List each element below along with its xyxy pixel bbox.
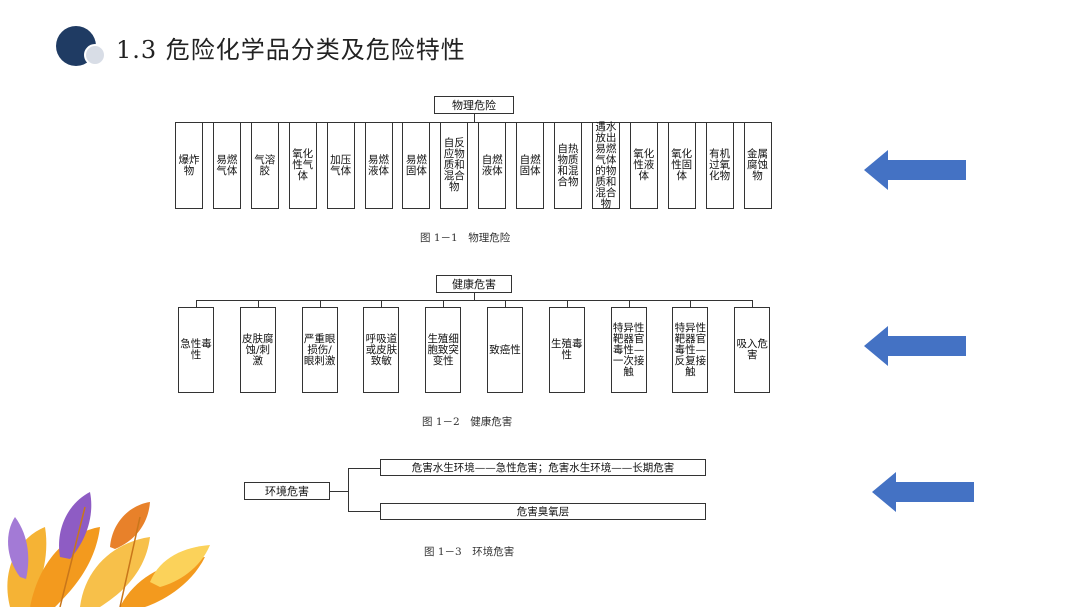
decorative-leaves-icon xyxy=(0,487,230,607)
diagram-caption: 图 1－1 物理危险 xyxy=(420,230,510,245)
diagram-node-label: 生殖毒性 xyxy=(550,339,584,361)
diagram-node: 致癌性 xyxy=(487,307,523,393)
diagram-node-label: 自燃液体 xyxy=(481,155,504,177)
connector-line xyxy=(443,300,444,307)
diagram-node-label: 致癌性 xyxy=(488,345,522,356)
diagram-root: 物理危险 xyxy=(434,96,514,114)
connector-line xyxy=(474,293,475,300)
connector-line xyxy=(474,114,475,122)
diagram-node-label: 生殖细胞致突变性 xyxy=(426,334,460,367)
diagram-node-label: 加压气体 xyxy=(329,155,352,177)
diagram-node: 自热物质和混合物 xyxy=(554,122,582,209)
diagram-node: 易燃气体 xyxy=(213,122,241,209)
diagram-node: 氧化性液体 xyxy=(630,122,658,209)
diagram-node-label: 易燃固体 xyxy=(405,155,428,177)
diagram-node-label: 自热物质和混合物 xyxy=(557,144,580,188)
diagram-node-label: 氧化性液体 xyxy=(632,149,655,182)
env-node: 危害臭氧层 xyxy=(380,503,706,520)
connector-line xyxy=(690,300,691,307)
diagram-node-label: 氧化性气体 xyxy=(291,149,314,182)
connector-line xyxy=(348,468,349,512)
diagram-node-label: 气溶胶 xyxy=(253,155,276,177)
diagram-node: 爆炸物 xyxy=(175,122,203,209)
diagram-node-label: 呼吸道或皮肤致敏 xyxy=(364,334,398,367)
diagram-node: 加压气体 xyxy=(327,122,355,209)
diagram-node: 氧化性气体 xyxy=(289,122,317,209)
diagram-node: 严重眼损伤/眼刺激 xyxy=(302,307,338,393)
diagram-node-label: 吸入危害 xyxy=(735,339,769,361)
diagram-root: 健康危害 xyxy=(436,275,512,293)
diagram-node-label: 易燃气体 xyxy=(215,155,238,177)
connector-line xyxy=(348,511,380,512)
diagram-node-label: 急性毒性 xyxy=(179,339,213,361)
env-node: 危害水生环境——急性危害；危害水生环境——长期危害 xyxy=(380,459,706,476)
env-node-label: 危害水生环境——急性危害；危害水生环境——长期危害 xyxy=(412,460,675,475)
diagram-node: 自反应物质和混合物 xyxy=(440,122,468,209)
connector-line xyxy=(196,300,753,301)
diagram-node: 遇水放出易燃气体的物质和混合物 xyxy=(592,122,620,209)
diagram-node: 生殖细胞致突变性 xyxy=(425,307,461,393)
left-arrow-icon xyxy=(864,326,968,366)
connector-line xyxy=(505,300,506,307)
diagram-node-label: 氧化性固体 xyxy=(670,149,693,182)
connector-line xyxy=(629,300,630,307)
diagram-node-label: 严重眼损伤/眼刺激 xyxy=(303,334,337,367)
connector-line xyxy=(258,300,259,307)
connector-line xyxy=(330,491,348,492)
diagram-caption: 图 1－2 健康危害 xyxy=(422,414,512,429)
diagram-node: 有机过氧化物 xyxy=(706,122,734,209)
diagram-node-label: 自反应物质和混合物 xyxy=(443,138,466,193)
diagram-node-label: 爆炸物 xyxy=(178,155,201,177)
connector-line xyxy=(320,300,321,307)
diagram-node-label: 易燃液体 xyxy=(367,155,390,177)
diagram-node-label: 特异性靶器官毒性—反复接触 xyxy=(673,323,707,378)
diagram-node-label: 特异性靶器官毒性—一次接触 xyxy=(612,323,646,378)
diagram-node: 自燃液体 xyxy=(478,122,506,209)
env-node-label: 危害臭氧层 xyxy=(517,504,570,519)
diagram-root: 环境危害 xyxy=(244,482,330,500)
diagram-node: 气溶胶 xyxy=(251,122,279,209)
left-arrow-icon xyxy=(864,150,968,190)
diagram-node-label: 金属腐蚀物 xyxy=(746,149,769,182)
diagram-caption: 图 1－3 环境危害 xyxy=(424,544,514,559)
connector-line xyxy=(196,300,197,307)
connector-line xyxy=(752,300,753,307)
connector-line xyxy=(381,300,382,307)
diagram-node: 易燃液体 xyxy=(365,122,393,209)
diagram-node: 皮肤腐蚀/刺激 xyxy=(240,307,276,393)
connector-line xyxy=(348,468,380,469)
diagram-node: 金属腐蚀物 xyxy=(744,122,772,209)
diagram-node: 特异性靶器官毒性—反复接触 xyxy=(672,307,708,393)
diagram-node: 急性毒性 xyxy=(178,307,214,393)
diagram-node: 自燃固体 xyxy=(516,122,544,209)
diagram-node: 特异性靶器官毒性—一次接触 xyxy=(611,307,647,393)
left-arrow-icon xyxy=(872,472,976,512)
diagram-node: 呼吸道或皮肤致敏 xyxy=(363,307,399,393)
diagram-node: 吸入危害 xyxy=(734,307,770,393)
diagram-node: 氧化性固体 xyxy=(668,122,696,209)
diagram-node-label: 自燃固体 xyxy=(519,155,542,177)
diagram-node: 易燃固体 xyxy=(402,122,430,209)
diagram-node-label: 皮肤腐蚀/刺激 xyxy=(241,334,275,367)
diagram-node-label: 遇水放出易燃气体的物质和混合物 xyxy=(594,122,617,210)
connector-line xyxy=(567,300,568,307)
diagram-node-label: 有机过氧化物 xyxy=(708,149,731,182)
diagram-node: 生殖毒性 xyxy=(549,307,585,393)
